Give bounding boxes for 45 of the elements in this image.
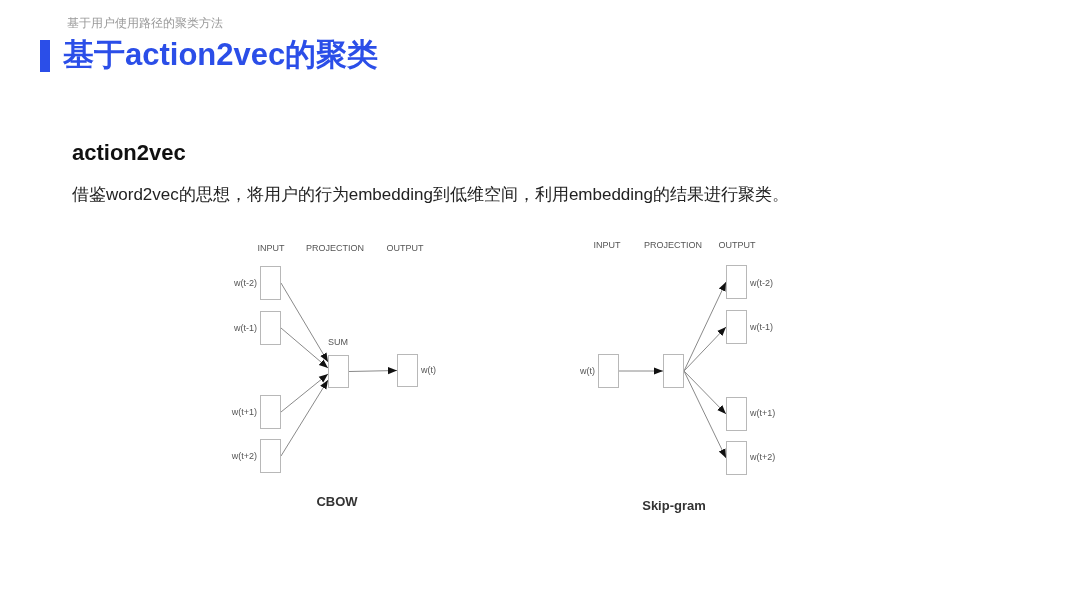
arrow <box>683 370 727 459</box>
column-header: PROJECTION <box>644 240 702 250</box>
neuron-box <box>726 441 747 475</box>
arrow <box>280 282 329 363</box>
word-label: w(t+1) <box>231 407 257 417</box>
word-label: w(t-2) <box>750 278 773 288</box>
slide-title: 基于action2vec的聚类 <box>63 36 379 74</box>
arrow <box>280 373 329 413</box>
arrow <box>280 379 329 457</box>
neuron-box <box>726 310 747 344</box>
column-header: INPUT <box>593 240 621 250</box>
word-label: w(t-2) <box>234 278 257 288</box>
column-header: PROJECTION <box>306 243 364 253</box>
arrow <box>683 370 727 415</box>
neuron-box <box>726 265 747 299</box>
word-label: w(t+2) <box>231 451 257 461</box>
arrow <box>683 281 727 372</box>
word-label: w(t-1) <box>234 323 257 333</box>
neuron-box <box>397 354 418 387</box>
column-header: OUTPUT <box>386 243 424 253</box>
word-label: w(t) <box>580 366 595 376</box>
arrow <box>618 367 664 375</box>
arrow <box>348 367 398 375</box>
word-label: w(t+1) <box>750 408 776 418</box>
description-text: 借鉴word2vec的思想，将用户的行为embedding到低维空间，利用embedding的结果进行聚类。 <box>72 184 789 206</box>
word-label: w(t+2) <box>750 452 776 462</box>
diagram-caption: CBOW <box>316 494 358 509</box>
neuron-box <box>260 266 281 300</box>
neuron-box <box>726 397 747 431</box>
neuron-box <box>260 439 281 473</box>
column-header: OUTPUT <box>718 240 756 250</box>
word-label: w(t-1) <box>750 322 773 332</box>
neuron-box <box>663 354 684 388</box>
column-header: INPUT <box>257 243 285 253</box>
arrow <box>280 327 329 369</box>
neuron-box <box>598 354 619 388</box>
subheading: action2vec <box>72 140 186 166</box>
section-header: 基于用户使用路径的聚类方法 <box>67 15 223 32</box>
neuron-box <box>260 311 281 345</box>
diagram-caption: Skip-gram <box>642 498 706 513</box>
word-label: SUM <box>328 337 348 347</box>
neuron-box <box>328 355 349 388</box>
word-label: w(t) <box>421 365 436 375</box>
neuron-box <box>260 395 281 429</box>
arrow <box>683 326 727 372</box>
